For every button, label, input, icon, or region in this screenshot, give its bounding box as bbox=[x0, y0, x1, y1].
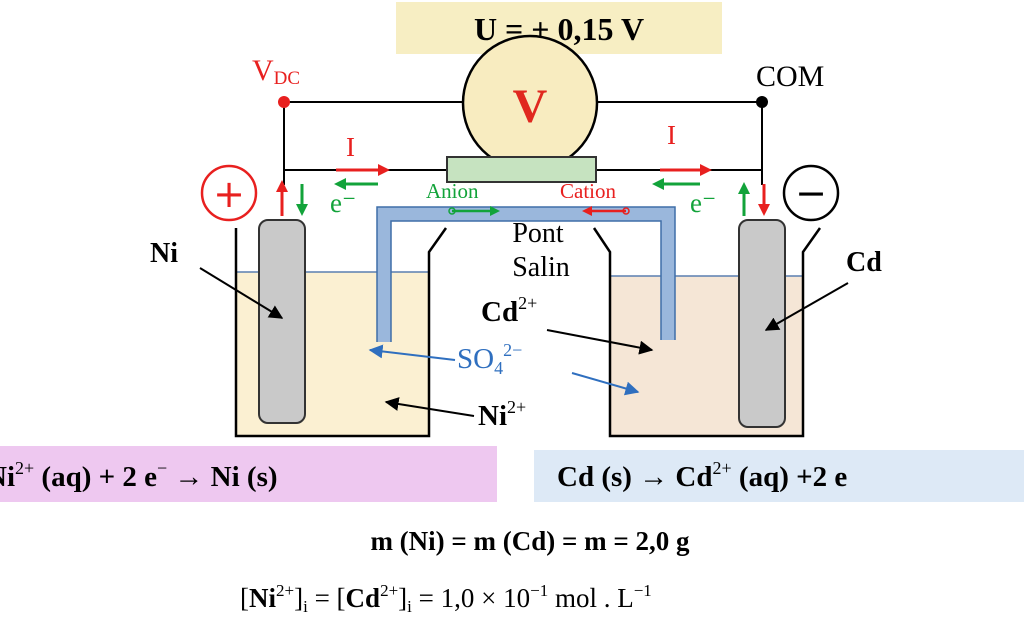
anion-label: Anion bbox=[426, 179, 479, 203]
current-label-right: I bbox=[667, 120, 676, 150]
voltmeter-symbol: V bbox=[513, 80, 548, 133]
salt-bridge bbox=[377, 207, 675, 342]
left-beaker bbox=[234, 227, 448, 438]
right-beaker bbox=[592, 227, 822, 438]
electron-label-left: e⁻ bbox=[330, 188, 356, 218]
electron-arrow-right-head bbox=[652, 178, 664, 190]
current-up-arrow-left-head bbox=[276, 180, 288, 192]
sulfate-pointer-left bbox=[368, 344, 456, 361]
mass-equation: m (Ni) = m (Cd) = m = 2,0 g bbox=[370, 526, 690, 556]
current-label-left: I bbox=[346, 132, 355, 162]
cation-arrow-tail bbox=[622, 207, 630, 215]
com-terminal-label: COM bbox=[756, 60, 824, 93]
cd-electrode-label: Cd bbox=[846, 247, 882, 278]
salt-bridge-label-line2: Salin bbox=[512, 252, 570, 283]
com-terminal-dot bbox=[756, 96, 768, 108]
current-arrow-left-head bbox=[378, 164, 390, 176]
cd-electrode bbox=[738, 219, 786, 428]
current-down-arrow-right-head bbox=[758, 204, 770, 216]
negative-pole-sign: − bbox=[795, 171, 827, 215]
cation-label: Cation bbox=[560, 179, 616, 203]
vdc-terminal-dot bbox=[278, 96, 290, 108]
left-half-equation: Ni2+ (aq) + 2 e− → Ni (s) bbox=[0, 458, 278, 493]
electron-down-arrow-left-head bbox=[296, 204, 308, 216]
left-half-equation-box bbox=[0, 446, 497, 502]
right-half-equation: Cd (s) → Cd2+ (aq) +2 e bbox=[557, 458, 847, 493]
ni-electrode-pointer bbox=[199, 267, 284, 319]
cd-ion-pointer bbox=[546, 329, 654, 355]
resistor bbox=[446, 156, 597, 183]
positive-pole-symbol bbox=[200, 164, 258, 222]
sulfate-label: SO42− bbox=[457, 340, 522, 378]
negative-pole-symbol bbox=[782, 164, 840, 222]
cd-electrode-pointer bbox=[764, 282, 849, 331]
ni-ion-label: Ni2+ bbox=[478, 397, 526, 432]
ni-electrode-label: Ni bbox=[150, 238, 178, 269]
concentration-equation: [Ni2+]i = [Cd2+]i = 1,0 × 10−1 mol . L−1 bbox=[240, 581, 652, 616]
positive-pole-sign: + bbox=[213, 172, 245, 216]
electron-up-arrow-right-head bbox=[738, 182, 750, 194]
right-half-equation-box bbox=[534, 450, 1024, 502]
cd-ion-label: Cd2+ bbox=[481, 293, 537, 328]
salt-bridge-outline-inner bbox=[390, 220, 662, 342]
vdc-terminal-label: VDC bbox=[252, 54, 300, 89]
electron-arrow-left-head bbox=[334, 178, 346, 190]
ni-electrode bbox=[258, 219, 306, 424]
current-arrow-right-head bbox=[700, 164, 712, 176]
cation-arrow-head bbox=[582, 206, 592, 216]
anion-arrow-head bbox=[490, 206, 500, 216]
sulfate-pointer-right bbox=[571, 372, 640, 396]
anion-arrow-tail bbox=[448, 207, 456, 215]
ni-ion-pointer bbox=[384, 397, 475, 417]
salt-bridge-outline-outer bbox=[376, 206, 676, 342]
salt-bridge-label-line1: Pont bbox=[512, 218, 564, 249]
electron-label-right: e⁻ bbox=[690, 188, 716, 218]
